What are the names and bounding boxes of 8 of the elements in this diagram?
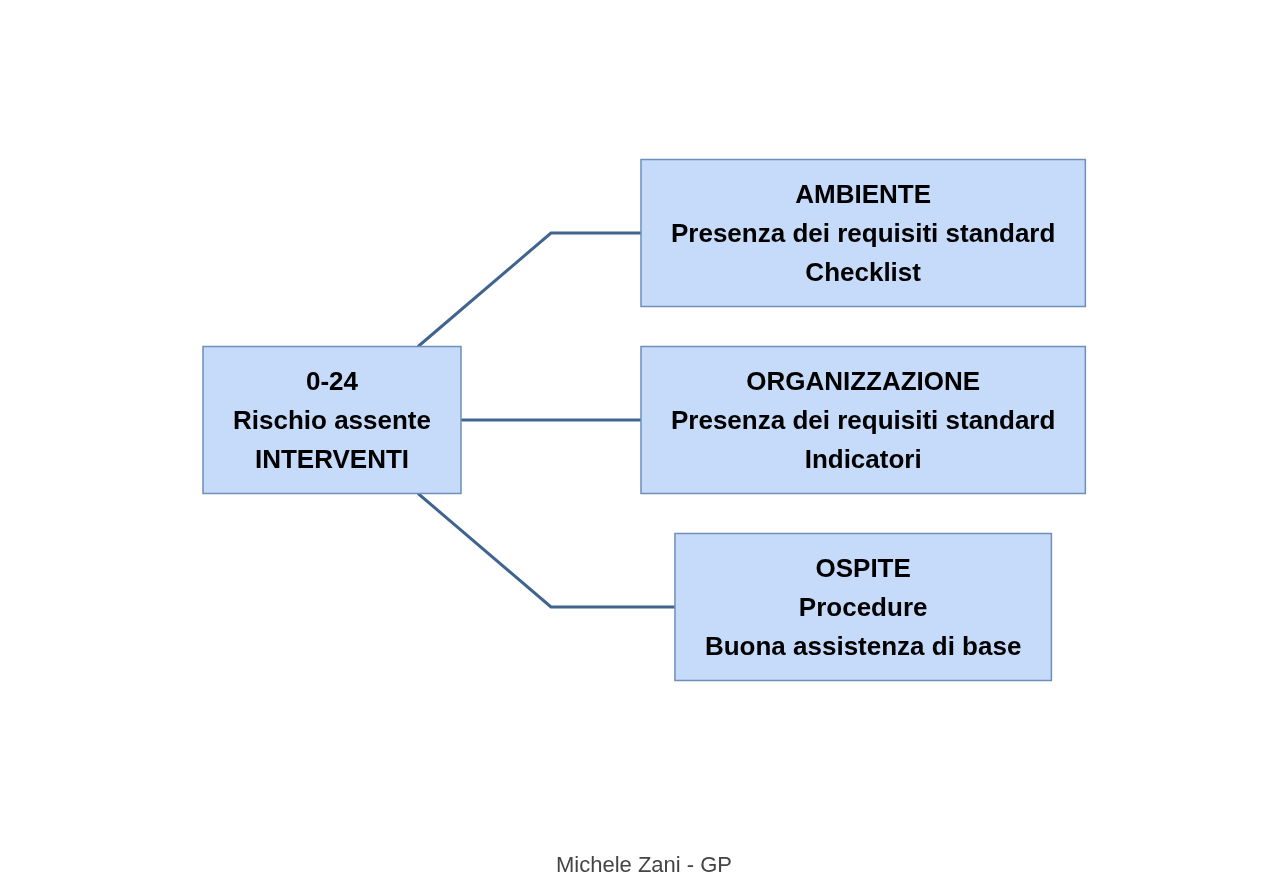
node-box: 0-24 Rischio assente INTERVENTI [202, 345, 462, 495]
node-box: ORGANIZZAZIONE Presenza dei requisiti standard Indicatori [640, 345, 1086, 495]
node-box: OSPITE Procedure Buona assistenza di base [674, 532, 1052, 682]
connector [460, 418, 641, 422]
footer-note: Michele Zani - GP [554, 852, 734, 878]
connector [416, 492, 675, 609]
connector [416, 231, 641, 348]
node-box: AMBIENTE Presenza dei requisiti standard Checklist [640, 158, 1086, 308]
